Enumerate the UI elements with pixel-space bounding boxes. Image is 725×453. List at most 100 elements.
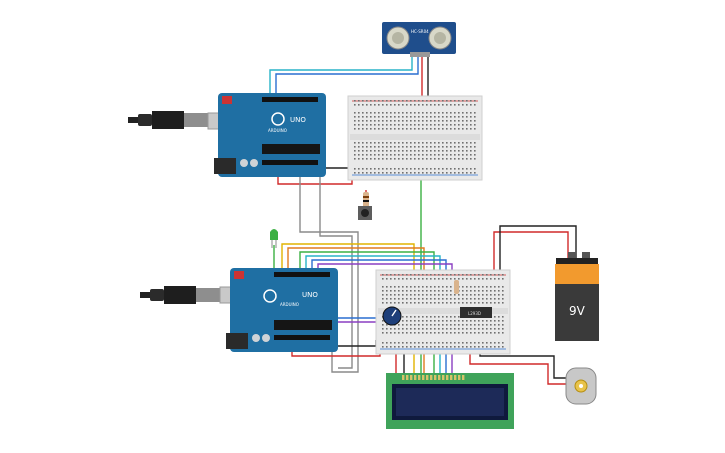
breadboard-hole xyxy=(410,278,412,280)
breadboard-hole xyxy=(366,168,368,170)
breadboard-hole xyxy=(414,154,416,156)
breadboard-hole xyxy=(490,290,492,292)
breadboard-hole xyxy=(446,116,448,118)
breadboard-hole xyxy=(486,294,488,296)
breadboard-hole xyxy=(414,290,416,292)
breadboard-hole xyxy=(426,128,428,130)
breadboard-hole xyxy=(450,286,452,288)
breadboard-hole xyxy=(410,342,412,344)
breadboard-hole xyxy=(422,316,424,318)
breadboard-hole xyxy=(490,320,492,322)
breadboard-hole xyxy=(414,274,416,276)
breadboard-hole xyxy=(498,320,500,322)
breadboard-hole xyxy=(438,320,440,322)
breadboard-hole xyxy=(426,332,428,334)
breadboard-hole xyxy=(406,328,408,330)
breadboard-hole xyxy=(478,298,480,300)
breadboard-hole xyxy=(498,290,500,292)
breadboard-hole xyxy=(418,158,420,160)
arduino-top: UNO ARDUINO xyxy=(214,93,326,177)
breadboard-hole xyxy=(394,290,396,292)
breadboard-hole xyxy=(362,142,364,144)
breadboard-hole xyxy=(398,332,400,334)
breadboard-hole xyxy=(422,290,424,292)
breadboard-hole xyxy=(426,116,428,118)
breadboard-hole xyxy=(386,104,388,106)
breadboard-hole xyxy=(382,146,384,148)
breadboard-hole xyxy=(354,142,356,144)
breadboard-hole xyxy=(434,150,436,152)
breadboard-hole xyxy=(402,320,404,322)
breadboard-hole xyxy=(394,150,396,152)
breadboard-hole xyxy=(474,298,476,300)
breadboard-hole xyxy=(366,128,368,130)
breadboard-hole xyxy=(490,346,492,348)
breadboard-hole xyxy=(370,104,372,106)
breadboard-hole xyxy=(398,104,400,106)
breadboard-hole xyxy=(482,346,484,348)
breadboard-hole xyxy=(358,158,360,160)
breadboard-hole xyxy=(422,320,424,322)
breadboard-hole xyxy=(406,286,408,288)
breadboard-hole xyxy=(434,286,436,288)
breadboard-hole xyxy=(446,154,448,156)
breadboard-hole xyxy=(470,146,472,148)
breadboard-hole xyxy=(454,112,456,114)
breadboard-hole xyxy=(438,342,440,344)
breadboard-hole xyxy=(470,342,472,344)
breadboard-hole xyxy=(490,286,492,288)
breadboard-hole xyxy=(382,100,384,102)
breadboard-hole xyxy=(498,324,500,326)
breadboard-hole xyxy=(474,104,476,106)
breadboard-hole xyxy=(466,328,468,330)
breadboard-hole xyxy=(474,158,476,160)
breadboard-hole xyxy=(470,278,472,280)
breadboard-hole xyxy=(462,342,464,344)
breadboard-hole xyxy=(382,328,384,330)
breadboard-hole xyxy=(394,302,396,304)
breadboard-hole xyxy=(426,274,428,276)
breadboard-hole xyxy=(390,124,392,126)
breadboard-hole xyxy=(498,316,500,318)
breadboard-hole xyxy=(406,302,408,304)
arduino-bottom-logo: UNO xyxy=(302,291,318,299)
breadboard-hole xyxy=(494,346,496,348)
breadboard-hole xyxy=(430,100,432,102)
breadboard-hole xyxy=(410,286,412,288)
breadboard-hole xyxy=(386,116,388,118)
lcd-pin xyxy=(446,375,449,380)
breadboard-hole xyxy=(430,302,432,304)
breadboard-hole xyxy=(370,120,372,122)
breadboard-hole xyxy=(394,328,396,330)
breadboard-hole xyxy=(442,112,444,114)
breadboard-hole xyxy=(434,324,436,326)
breadboard-hole xyxy=(358,100,360,102)
breadboard-hole xyxy=(450,298,452,300)
breadboard-hole xyxy=(370,172,372,174)
breadboard-hole xyxy=(434,172,436,174)
breadboard-hole xyxy=(418,286,420,288)
breadboard-hole xyxy=(386,168,388,170)
breadboard-hole xyxy=(470,158,472,160)
breadboard-hole xyxy=(458,346,460,348)
wire-button-2 xyxy=(319,176,353,369)
breadboard-hole xyxy=(418,124,420,126)
breadboard-hole xyxy=(486,298,488,300)
breadboard-hole xyxy=(366,104,368,106)
breadboard-hole xyxy=(458,158,460,160)
breadboard-hole xyxy=(414,342,416,344)
breadboard-hole xyxy=(386,346,388,348)
breadboard-hole xyxy=(458,154,460,156)
breadboard-hole xyxy=(494,342,496,344)
breadboard-hole xyxy=(434,100,436,102)
breadboard-hole xyxy=(414,278,416,280)
breadboard-hole xyxy=(434,120,436,122)
breadboard-hole xyxy=(430,320,432,322)
breadboard-hole xyxy=(470,142,472,144)
breadboard-hole xyxy=(502,324,504,326)
breadboard-hole xyxy=(438,146,440,148)
breadboard-hole xyxy=(354,168,356,170)
breadboard-hole xyxy=(490,328,492,330)
breadboard-hole xyxy=(402,286,404,288)
breadboard-hole xyxy=(486,332,488,334)
